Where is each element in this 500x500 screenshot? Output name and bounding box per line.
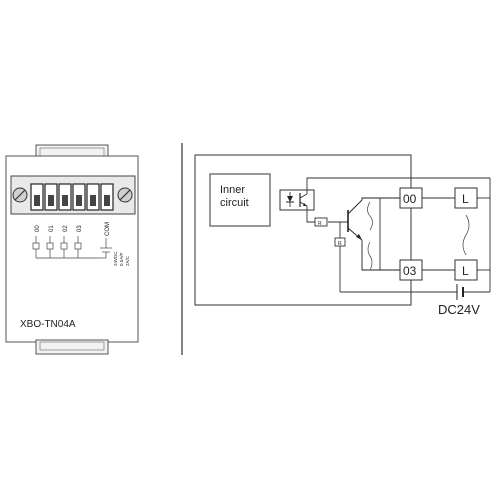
output-transistor-icon bbox=[347, 197, 400, 271]
dc-supply-icon bbox=[456, 284, 464, 300]
inner-circuit-label: circuit bbox=[220, 197, 249, 209]
terminal-label: 00 bbox=[35, 225, 41, 232]
terminal-screw-hole bbox=[34, 195, 40, 206]
module-bottom-tab bbox=[35, 339, 109, 355]
terminal-label: 02 bbox=[63, 225, 69, 232]
rating-line: 2A/C bbox=[125, 255, 130, 266]
photocoupler bbox=[279, 189, 315, 211]
output-terminal-label: 00 bbox=[403, 192, 417, 206]
module-front-view: 00 01 02 03 COM 24VDC 0.5A/P bbox=[5, 144, 139, 355]
load-label: L bbox=[462, 264, 469, 278]
rating-line: 24VDC bbox=[113, 251, 118, 266]
resistor bbox=[334, 237, 346, 247]
terminal-screw-hole bbox=[76, 195, 82, 206]
screw-icon bbox=[117, 187, 133, 203]
inner-circuit-box bbox=[209, 173, 271, 227]
terminal-screw-hole bbox=[48, 195, 54, 206]
inner-circuit-label: Inner bbox=[220, 184, 245, 196]
terminal-label: 01 bbox=[49, 225, 55, 232]
resistor-label: R bbox=[338, 241, 342, 247]
load-label: L bbox=[462, 192, 469, 206]
terminal-label: COM bbox=[105, 222, 111, 236]
terminal-label: 03 bbox=[77, 225, 83, 232]
resistor-label: R bbox=[318, 221, 322, 227]
output-terminal-label: 03 bbox=[403, 264, 417, 278]
led-icon bbox=[287, 196, 293, 202]
mini-schematic bbox=[32, 236, 112, 259]
load-box bbox=[454, 187, 478, 209]
rating-line: 0.5A/P bbox=[119, 252, 124, 266]
module-bottom-tab-inner bbox=[39, 341, 105, 351]
screw-icon bbox=[12, 187, 28, 203]
surge-absorber bbox=[367, 201, 373, 271]
terminal-screw-hole bbox=[90, 195, 96, 206]
terminal-screw-hole bbox=[104, 195, 110, 206]
external-wiring bbox=[420, 177, 491, 293]
terminal-screw-hole bbox=[62, 195, 68, 206]
output-circuit: Inner circuit R R bbox=[194, 154, 491, 317]
omitted-channels-squiggle bbox=[462, 214, 470, 256]
load-box bbox=[454, 259, 478, 281]
terminal-slots bbox=[30, 183, 114, 211]
model-name: XBO-TN04A bbox=[20, 319, 76, 330]
resistor bbox=[314, 217, 328, 227]
internal-wiring bbox=[306, 177, 420, 293]
supply-voltage-label: DC24V bbox=[438, 302, 480, 317]
